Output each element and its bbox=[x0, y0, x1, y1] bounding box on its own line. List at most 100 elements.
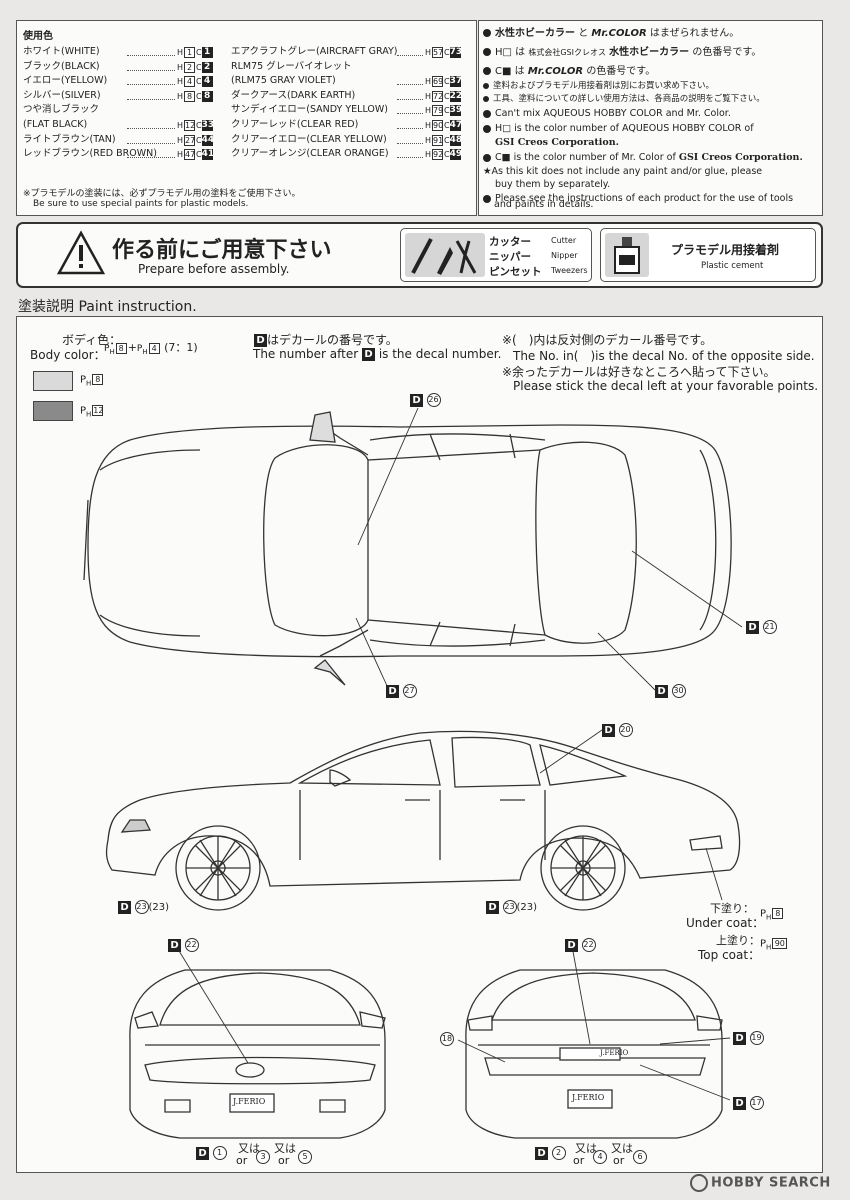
body-mix-a: 8 bbox=[115, 342, 127, 354]
h-code: 79 bbox=[432, 105, 444, 117]
info-panel: 水性ホビーカラー と Mr.COLOR はまぜられません。 H□ は 株式会社G… bbox=[478, 20, 823, 216]
info-line-2-post: の色番号です。 bbox=[692, 47, 762, 58]
info-en-1-text: Can't mix AQUEOUS HOBBY COLOR and Mr. Co… bbox=[495, 108, 731, 119]
cement-box: プラモデル用接着剤 Plastic cement bbox=[600, 228, 816, 282]
color-name: クリアーレッド(CLEAR RED) bbox=[231, 119, 359, 130]
info-en-4: ★As this kit does not include any paint … bbox=[483, 166, 763, 177]
body-color-en: Body color： bbox=[30, 348, 106, 362]
front-plate-text: J.FERIO bbox=[233, 1097, 266, 1106]
top-view-car bbox=[83, 411, 732, 686]
h-label: H bbox=[425, 77, 432, 87]
leader-dots bbox=[397, 98, 423, 100]
cement-jp: プラモデル用接着剤 bbox=[671, 243, 780, 257]
decal-num: 17 bbox=[749, 1096, 764, 1110]
info-line-1: 水性ホビーカラー と Mr.COLOR はまぜられません。 bbox=[483, 24, 739, 39]
info-en-2-text: H□ is the color number of AQUEOUS HOBBY … bbox=[495, 123, 754, 134]
color-name: サンディイエロー(SANDY YELLOW) bbox=[231, 104, 389, 116]
c-label: C bbox=[444, 91, 450, 101]
tool-tweezers-jp: ピンセット bbox=[489, 266, 542, 278]
color-name: RLM75 グレーバイオレット bbox=[231, 60, 352, 72]
extra-decal-note-jp: ※余ったデカールは好きなところへ貼って下さい。 bbox=[502, 365, 776, 379]
decal-note-en-pre: The number after bbox=[253, 347, 359, 361]
color-name: エアクラフトグレー(AIRCRAFT GRAY) bbox=[231, 46, 398, 57]
info-line-3-pre: C■ bbox=[495, 66, 512, 77]
plate-option-3: 3 bbox=[256, 1149, 270, 1164]
decal-d-icon: D bbox=[118, 900, 131, 914]
color-name: つや消しブラック bbox=[23, 104, 100, 116]
or-en: or bbox=[613, 1154, 625, 1167]
or-en: or bbox=[278, 1154, 290, 1167]
callout-d22-rear: D 22 bbox=[565, 938, 596, 952]
decal-num: 23 bbox=[502, 900, 517, 914]
info-line-2-maker: 株式会社GSIクレオス bbox=[528, 48, 606, 57]
color-name: ブラック(BLACK) bbox=[23, 60, 100, 72]
tool-cutter-en: Cutter bbox=[551, 236, 577, 245]
bullet-icon bbox=[483, 67, 491, 75]
under-coat-en: Under coat： bbox=[686, 916, 765, 930]
plate-option-2: 2 bbox=[551, 1146, 566, 1160]
body-mix-b: 4 bbox=[148, 342, 160, 354]
info-en-4b: buy them by separately. bbox=[495, 179, 611, 190]
body-ratio: (7：1) bbox=[164, 341, 198, 354]
h-label: H bbox=[177, 135, 184, 145]
decal-num: 27 bbox=[402, 684, 417, 698]
swatch-light bbox=[33, 371, 73, 391]
c-code: 73 bbox=[449, 47, 463, 58]
h-label: H bbox=[177, 48, 184, 57]
info-en-3-corp: GSI Creos Corporation. bbox=[678, 152, 803, 163]
info-line-3-brand: Mr.COLOR bbox=[527, 66, 584, 77]
info-line-3-mid: は bbox=[514, 66, 525, 77]
info-en-3-text: C■ is the color number of Mr. Color of bbox=[495, 152, 676, 163]
color-name: レッドブラウン(RED BROWN) bbox=[23, 148, 157, 160]
info-line-1-brand: 水性ホビーカラー bbox=[495, 28, 575, 39]
c-code: 4 bbox=[201, 76, 213, 88]
color-name: ダークアース(DARK EARTH) bbox=[231, 89, 356, 101]
h-code: 8 bbox=[184, 90, 196, 102]
info-jp-note-1: 塗料およびプラモデル用接着剤は別にお買い求め下さい。 bbox=[483, 79, 714, 91]
bullet-icon bbox=[483, 82, 489, 89]
top-coat-code: 90 bbox=[772, 938, 788, 949]
c-label: C bbox=[196, 91, 202, 101]
info-jp-note-2-text: 工具、塗料についての詳しい使用方法は、各商品の説明をご覧下さい。 bbox=[493, 94, 765, 104]
h-code: 47 bbox=[184, 149, 196, 161]
leader-dots bbox=[397, 113, 423, 115]
decal-num: 18 bbox=[440, 1032, 454, 1046]
swatch-light-num: 8 bbox=[92, 374, 104, 385]
leader-dots bbox=[397, 128, 423, 129]
bullet-icon bbox=[483, 29, 491, 37]
decal-note-en: The number after D is the decal number. bbox=[253, 347, 501, 361]
prepare-title-en: Prepare before assembly. bbox=[138, 262, 290, 276]
decal-num: 26 bbox=[426, 393, 441, 407]
colors-title: 使用色 bbox=[23, 31, 53, 42]
or-en: or bbox=[236, 1154, 248, 1167]
extra-decal-note-en: Please stick the decal left at your favo… bbox=[513, 379, 819, 393]
top-coat-jp: 上塗り： bbox=[716, 934, 760, 947]
info-line-2-mid: は bbox=[515, 47, 526, 58]
h-label: H bbox=[425, 150, 432, 160]
watermark-logo-icon bbox=[690, 1174, 708, 1192]
leader-dots bbox=[397, 157, 423, 159]
callout-d22-front: D 22 bbox=[168, 938, 199, 952]
or-jp: 又は bbox=[611, 1142, 633, 1155]
decal-d-icon: D bbox=[254, 334, 267, 347]
h-code: 1 bbox=[184, 47, 196, 58]
info-line-2-brand: 水性ホビーカラー bbox=[609, 47, 690, 58]
tool-tweezers-en: Tweezers bbox=[551, 266, 588, 275]
decal-num: 23 bbox=[134, 900, 149, 914]
decal-num: 30 bbox=[671, 684, 686, 698]
h-label: H bbox=[425, 106, 432, 116]
watermark-text: HOBBY SEARCH bbox=[711, 1175, 831, 1191]
decal-d-icon: D bbox=[410, 393, 423, 407]
c-label: C bbox=[196, 77, 202, 87]
decal-d-icon: D bbox=[168, 938, 181, 952]
h-code: 4 bbox=[184, 76, 196, 88]
